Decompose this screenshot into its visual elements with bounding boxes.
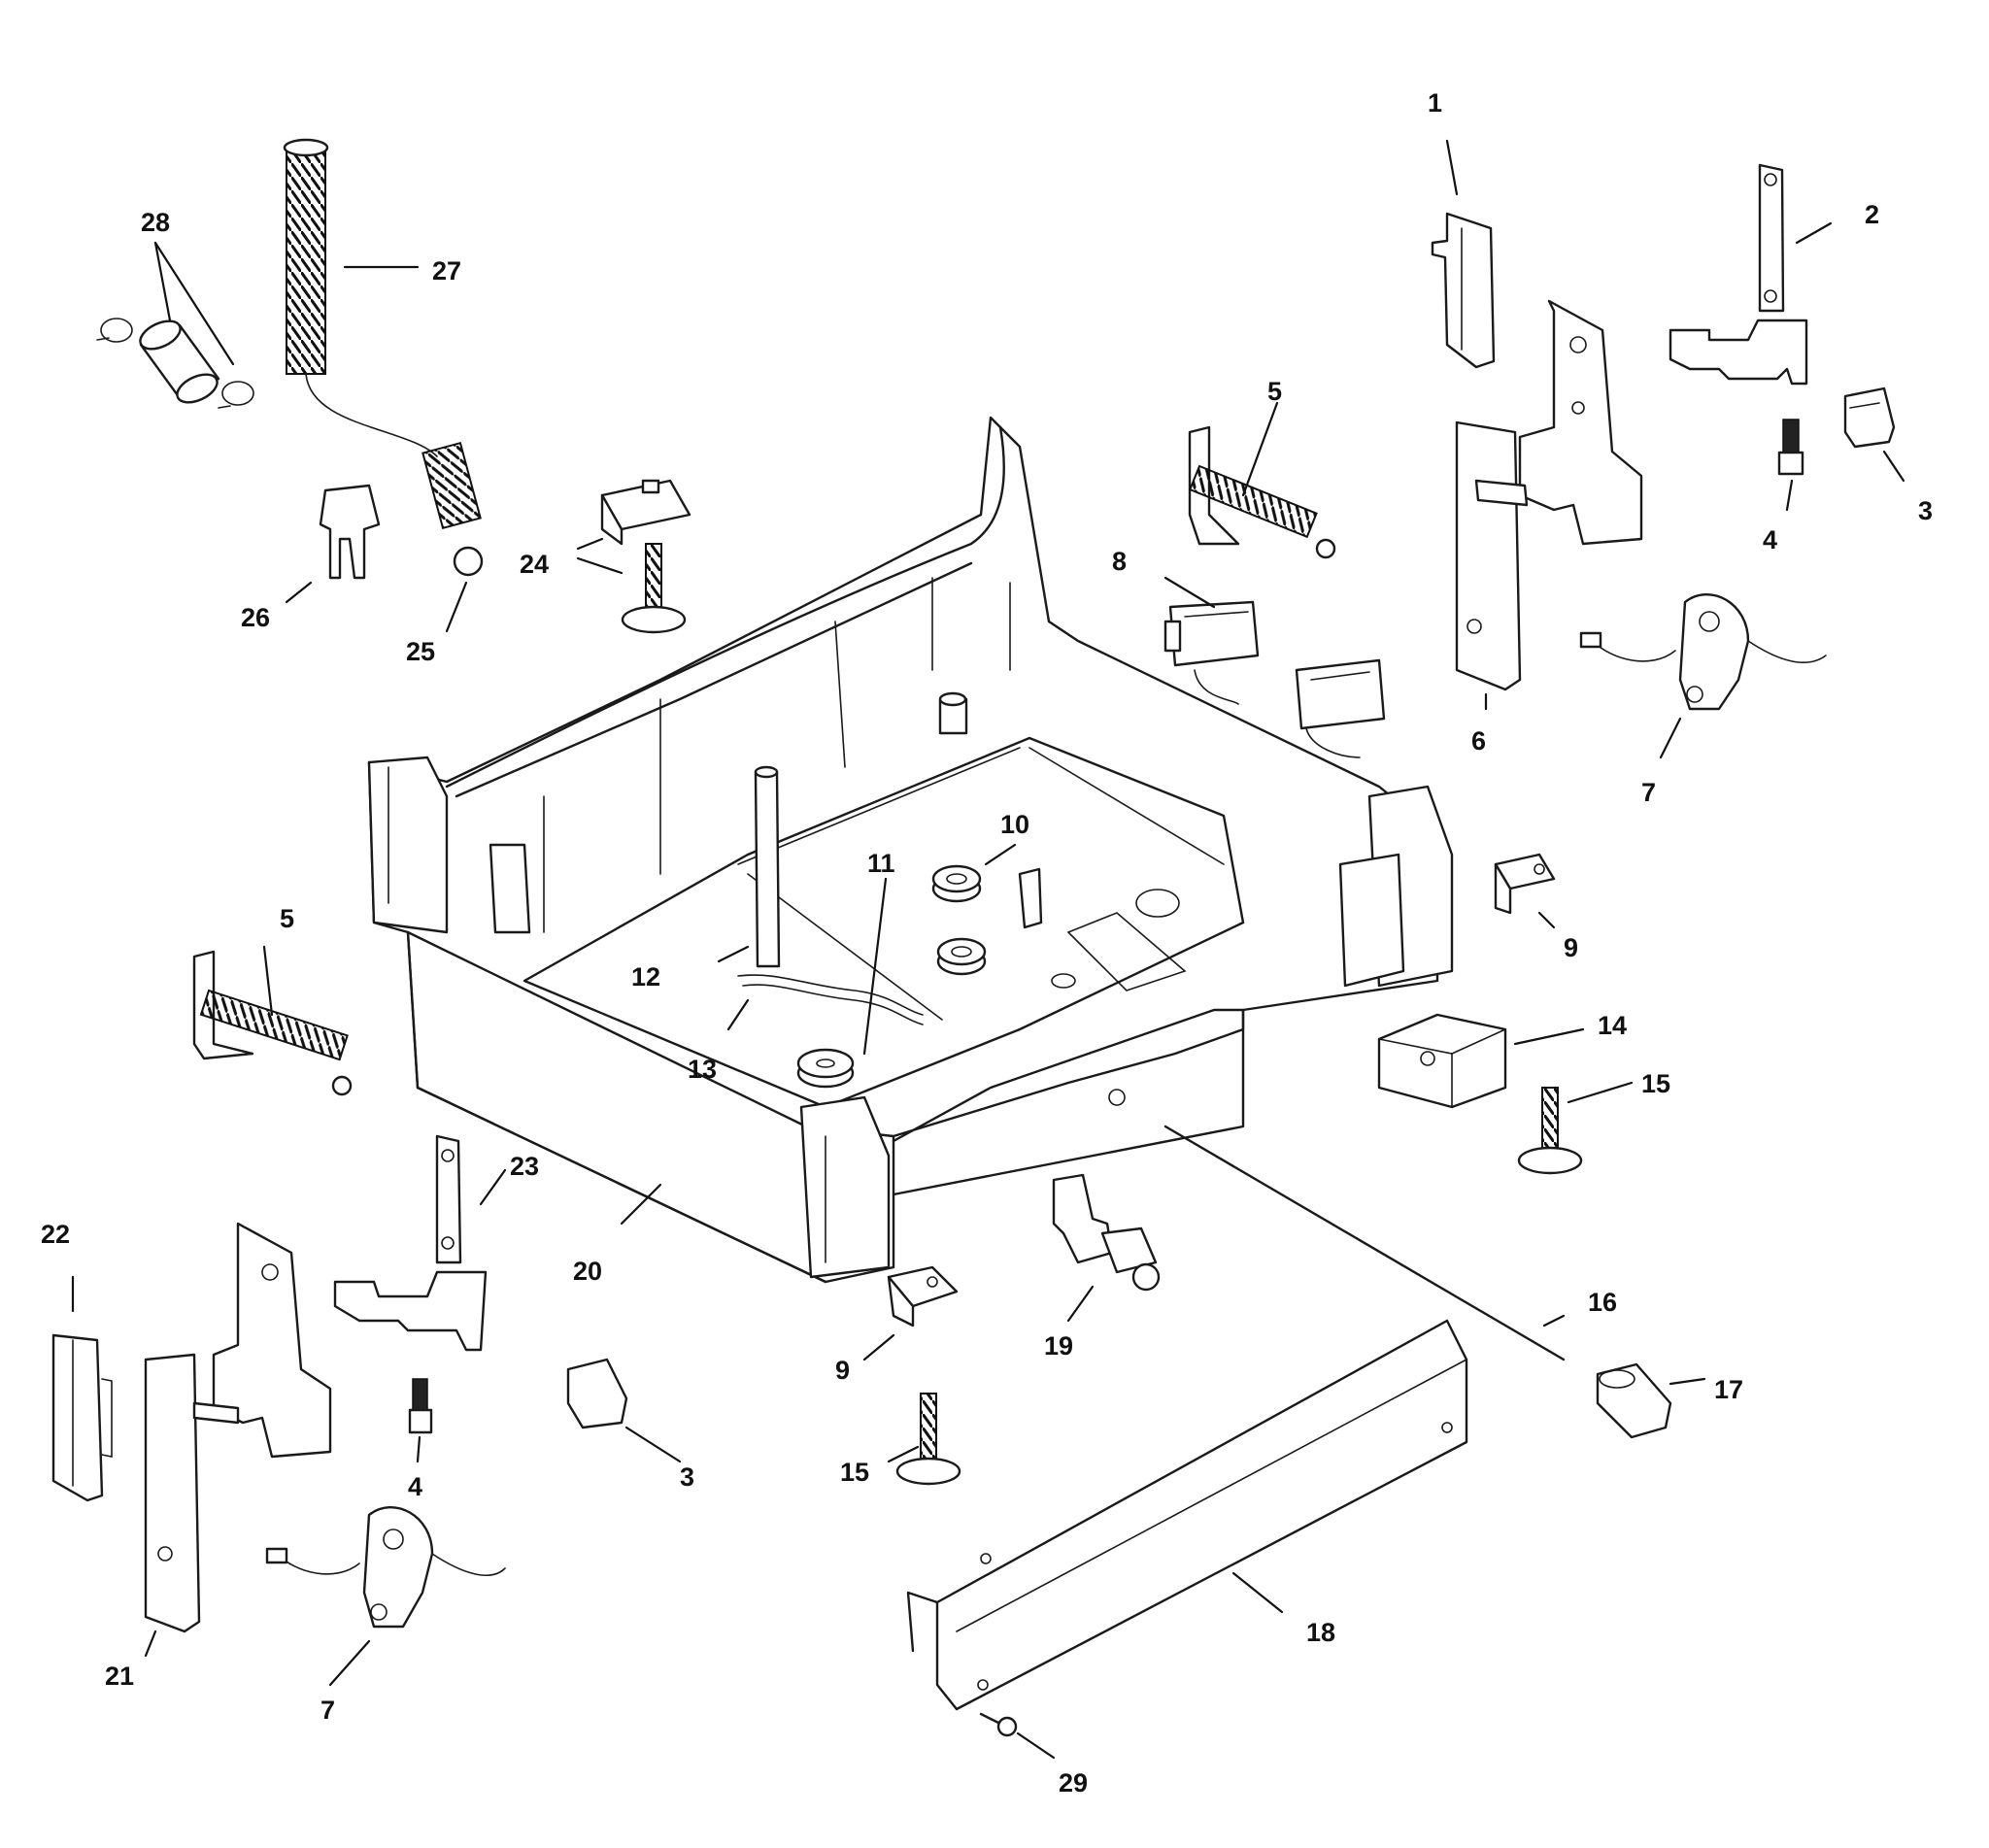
part-21-hinge-plate [144, 1222, 332, 1633]
callout-18: 18 [1306, 1618, 1335, 1647]
callout-4: 4 [1763, 525, 1777, 554]
callout-20: 20 [573, 1257, 602, 1286]
part-19-valve [1052, 1173, 1161, 1292]
part-27-hose [283, 138, 484, 577]
callout-17: 17 [1714, 1375, 1743, 1404]
part-2-hinge-arm [1669, 163, 1808, 386]
part-14-box [1377, 1013, 1507, 1109]
callout-28: 28 [141, 208, 170, 237]
part-28-coupling [96, 318, 254, 409]
part-29-screw [979, 1712, 1018, 1737]
callout-5-left: 5 [280, 904, 294, 933]
part-15-foot-bottom [895, 1393, 961, 1486]
callout-6: 6 [1471, 726, 1486, 756]
part-8-connector [1163, 600, 1260, 705]
callout-12: 12 [631, 962, 660, 991]
callout-23: 23 [510, 1152, 539, 1181]
base-frame [367, 416, 1454, 1284]
part-9-bracket-right [1494, 853, 1556, 915]
leader-lines [71, 139, 1905, 1760]
part-24-block-bolt [600, 479, 691, 634]
callout-4-bottom: 4 [408, 1472, 422, 1501]
callout-8: 8 [1112, 547, 1127, 576]
part-15-foot-right [1517, 1087, 1583, 1175]
callout-27: 27 [432, 256, 461, 286]
callout-16: 16 [1588, 1288, 1617, 1317]
part-5-spring-top [1188, 425, 1336, 559]
callout-15-bottom: 15 [840, 1458, 869, 1487]
part-18-kick-plate [906, 1319, 1468, 1711]
callout-2: 2 [1865, 200, 1879, 229]
part-5-spring-left [192, 950, 353, 1096]
part-7-motor-bottom [265, 1505, 506, 1629]
callout-1: 1 [1428, 88, 1442, 118]
part-23-hinge-arm [333, 1134, 488, 1352]
callout-9: 9 [1564, 933, 1578, 962]
callout-25: 25 [406, 637, 435, 666]
callout-29: 29 [1059, 1768, 1088, 1798]
callout-7: 7 [1641, 778, 1656, 807]
callout-14: 14 [1598, 1011, 1627, 1040]
callout-7-bottom: 7 [320, 1696, 335, 1725]
part-26-clip [319, 484, 381, 580]
part-22-bracket [51, 1333, 113, 1502]
callout-13: 13 [688, 1055, 717, 1084]
callout-labels: 1 2 3 4 5 6 7 8 9 10 11 12 13 14 15 16 1… [41, 88, 1933, 1798]
callout-9-bottom: 9 [835, 1356, 850, 1385]
part-4-switch-top [1777, 419, 1804, 476]
callout-26: 26 [241, 603, 270, 632]
part-7-motor-top [1579, 592, 1827, 711]
callout-19: 19 [1044, 1331, 1073, 1361]
part-4-switch-bottom [408, 1378, 433, 1434]
callout-22: 22 [41, 1220, 70, 1249]
callout-3-bottom: 3 [680, 1462, 694, 1492]
part-3-clip-top [1843, 386, 1896, 449]
callout-10: 10 [1000, 810, 1029, 839]
callout-5: 5 [1267, 377, 1282, 406]
callout-3: 3 [1918, 496, 1933, 525]
part-16-rod [1163, 1125, 1566, 1361]
part-6-hinge-plate [1455, 299, 1643, 691]
callout-21: 21 [105, 1662, 134, 1691]
callout-11: 11 [867, 849, 895, 878]
part-9-bracket-bottom [887, 1265, 959, 1327]
part-17-cap [1596, 1362, 1672, 1439]
callout-24: 24 [520, 550, 549, 579]
part-1-bracket [1431, 212, 1496, 369]
callout-15: 15 [1641, 1069, 1670, 1098]
part-3-clip-bottom [566, 1358, 628, 1429]
